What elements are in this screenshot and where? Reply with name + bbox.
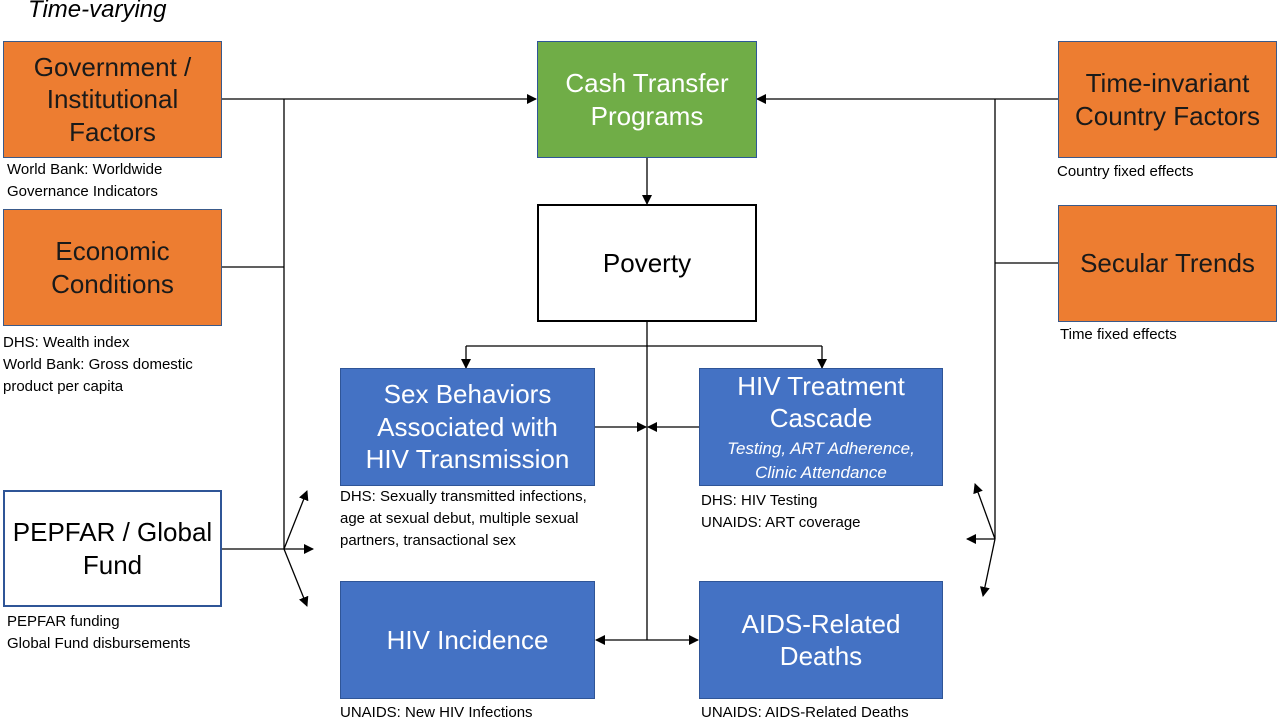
node-label-line: Programs (590, 100, 704, 131)
pepfar-data-source-note: PEPFAR funding Global Fund disbursements (7, 611, 190, 655)
node-label-line: Associated with (377, 411, 558, 442)
node-label-line: Institutional (46, 84, 179, 115)
node-label-line: Conditions (51, 268, 174, 299)
node-label-line: Sex Behaviors (383, 379, 552, 410)
note-line: UNAIDS: New HIV Infections (340, 704, 533, 721)
sex-behaviors-node: Sex Behaviors Associated with HIV Transm… (340, 368, 595, 486)
note-line: Global Fund disbursements (7, 635, 191, 652)
poverty-node: Poverty (537, 204, 757, 322)
subtitle-line: Testing, ART Adherence, (727, 438, 915, 458)
node-label-line: Government / (33, 51, 192, 82)
aids-related-deaths-node: AIDS-Related Deaths (699, 581, 943, 699)
note-line: Time fixed effects (1060, 326, 1177, 343)
economic-data-source-note: DHS: Wealth index World Bank: Gross dome… (3, 332, 193, 398)
right-fan-arrow-down (979, 538, 996, 597)
node-label-line: HIV Incidence (386, 624, 549, 655)
hiv-treatment-data-source-note: DHS: HIV Testing UNAIDS: ART coverage (701, 490, 861, 534)
hiv-incidence-node: HIV Incidence (340, 581, 595, 699)
note-line: PEPFAR funding (7, 613, 120, 630)
node-label-line: HIV Treatment (737, 370, 905, 401)
right-fan-arrow-up (973, 483, 996, 540)
node-label-line: Time-invariant (1085, 68, 1250, 98)
note-line: Country fixed effects (1057, 163, 1194, 180)
time-invariant-country-factors-node: Time-invariant Country Factors (1058, 41, 1277, 158)
note-line: product per capita (3, 378, 124, 395)
node-label-line: Cascade (769, 403, 873, 434)
cash-transfer-programs-node: Cash Transfer Programs (537, 41, 757, 158)
left-fan-arrow-up (283, 490, 309, 550)
note-line: UNAIDS: ART coverage (701, 514, 861, 531)
note-line: World Bank: Gross domestic (3, 356, 193, 373)
aids-deaths-data-source-note: UNAIDS: AIDS-Related Deaths (701, 702, 909, 724)
node-label-line: PEPFAR / Global (12, 517, 213, 547)
sex-behaviors-data-source-note: DHS: Sexually transmitted infections, ag… (340, 486, 587, 552)
note-line: Governance Indicators (7, 183, 158, 200)
note-line: UNAIDS: AIDS-Related Deaths (701, 704, 909, 721)
node-label-line: Deaths (779, 641, 863, 671)
note-line: DHS: Sexually transmitted infections, (340, 488, 587, 505)
secular-trends-data-source-note: Time fixed effects (1060, 324, 1177, 346)
node-label-line: Secular Trends (1080, 248, 1255, 279)
node-label-line: Fund (82, 549, 143, 580)
node-label-line: Cash Transfer (565, 68, 729, 98)
time-invariant-data-source-note: Country fixed effects (1057, 161, 1193, 183)
government-data-source-note: World Bank: Worldwide Governance Indicat… (7, 159, 162, 203)
node-label-line: Country Factors (1075, 100, 1260, 131)
hiv-incidence-data-source-note: UNAIDS: New HIV Infections (340, 702, 533, 724)
node-label-line: HIV Transmission (365, 444, 570, 475)
time-varying-heading: Time-varying (28, 0, 167, 23)
node-label-line: Poverty (602, 247, 692, 278)
government-institutional-factors-node: Government / Institutional Factors (3, 41, 222, 158)
note-line: DHS: HIV Testing (701, 492, 818, 509)
pepfar-global-fund-node: PEPFAR / Global Fund (3, 490, 222, 607)
economic-conditions-node: Economic Conditions (3, 209, 222, 326)
node-label-line: AIDS-Related (741, 608, 901, 639)
hiv-treatment-subtitle: Testing, ART Adherence, Clinic Attendanc… (727, 437, 915, 485)
note-line: DHS: Wealth index (3, 334, 130, 351)
subtitle-line: Clinic Attendance (755, 462, 887, 482)
hiv-treatment-cascade-node: HIV Treatment Cascade Testing, ART Adher… (699, 368, 943, 486)
secular-trends-node: Secular Trends (1058, 205, 1277, 322)
note-line: partners, transactional sex (340, 532, 516, 549)
left-fan-arrow-down (283, 548, 309, 607)
node-label-line: Factors (69, 116, 156, 147)
node-label-line: Economic (55, 236, 170, 266)
note-line: World Bank: Worldwide (7, 161, 163, 178)
note-line: age at sexual debut, multiple sexual (340, 510, 579, 527)
